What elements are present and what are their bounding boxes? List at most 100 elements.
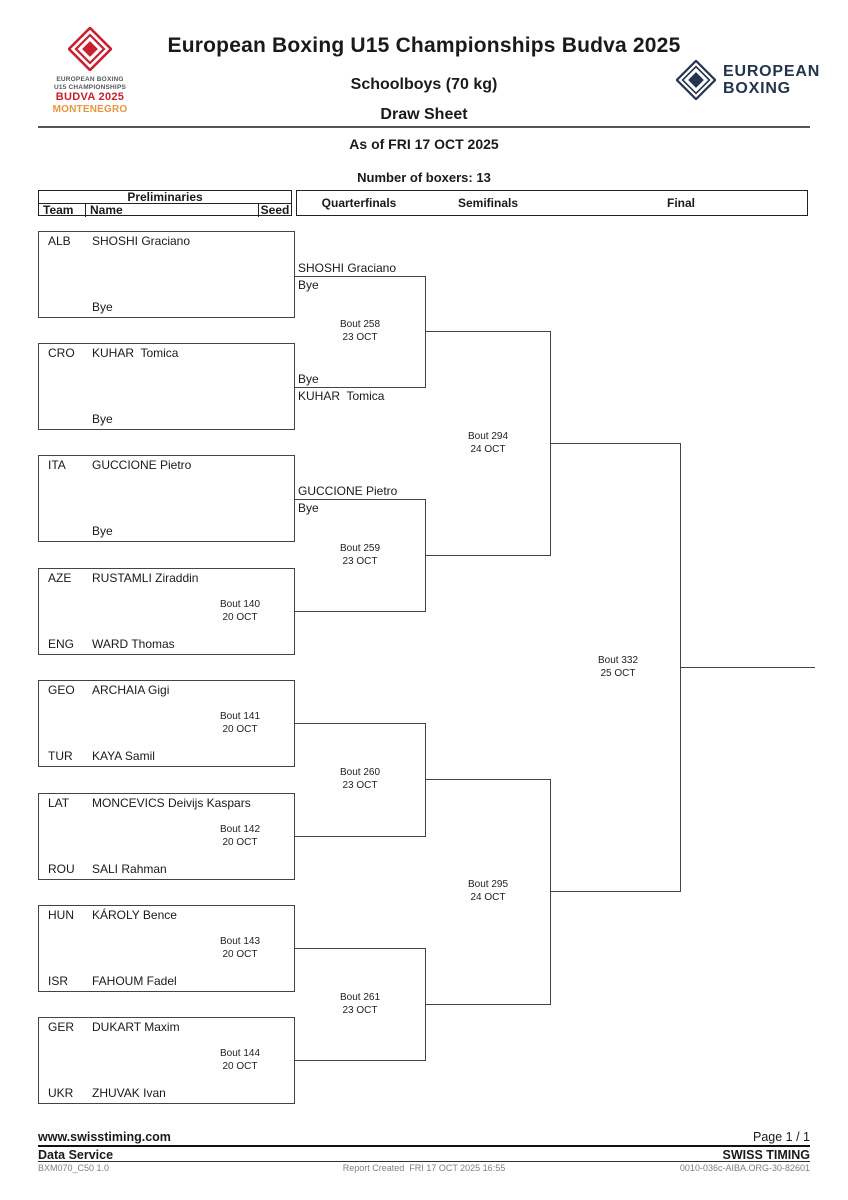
bout-label: Bout 332 25 OCT (598, 654, 638, 680)
boxer-name: KAYA Samil (92, 749, 155, 763)
prelim-match-7: HUN KÁROLY Bence ISR FAHOUM Fadel (38, 905, 295, 992)
bracket-line (295, 611, 425, 612)
event-logo-line1: EUROPEAN BOXING (56, 76, 124, 84)
team-code: GEO (48, 683, 75, 697)
prelim-match-1: ALB SHOSHI Graciano Bye (38, 231, 295, 318)
european-boxing-logo: EUROPEAN BOXING (676, 60, 820, 100)
event-logo-line3: BUDVA 2025 (55, 91, 125, 104)
bout-label: Bout 143 20 OCT (220, 935, 260, 961)
footer-divider-thick (38, 1145, 810, 1147)
final-label: Final (666, 196, 696, 210)
footer-report-code: BXM070_C50 1.0 (38, 1163, 110, 1173)
prelim-match-5: GEO ARCHAIA Gigi TUR KAYA Samil (38, 680, 295, 767)
bout-date: 23 OCT (342, 332, 378, 343)
european-boxing-diamond-icon (676, 60, 716, 100)
footer-service: Data Service (38, 1148, 114, 1162)
bout-date: 20 OCT (222, 1061, 258, 1072)
header-divider (38, 126, 810, 128)
bout-date: 23 OCT (342, 780, 378, 791)
prelim-match-8: GER DUKART Maxim UKR ZHUVAK Ivan (38, 1017, 295, 1104)
team-column-header: Team (39, 204, 86, 217)
quarterfinals-label: Quarterfinals (321, 196, 397, 210)
boxer-name: RUSTAMLI Ziraddin (92, 571, 199, 585)
team-code: CRO (48, 346, 75, 360)
bout-date: 25 OCT (600, 668, 636, 679)
bout-number: Bout 144 (219, 1048, 261, 1059)
bout-date: 20 OCT (222, 724, 258, 735)
footer-website: www.swisstiming.com (38, 1130, 171, 1144)
footer-document-code: 0010-036c-AIBA.ORG-30-82601 (679, 1163, 810, 1173)
prelim-match-6: LAT MONCEVICS Deivijs Kaspars ROU SALI R… (38, 793, 295, 880)
bout-label: Bout 259 23 OCT (340, 542, 380, 568)
qf-slot-name: Bye (298, 278, 319, 292)
bracket-line (425, 723, 426, 837)
boxer-name: DUKART Maxim (92, 1020, 180, 1034)
bracket-line (425, 331, 550, 332)
boxer-name: KUHAR Tomica (92, 346, 179, 360)
qf-slot-name: Bye (298, 372, 319, 386)
bout-date: 20 OCT (222, 837, 258, 848)
bracket-line (550, 779, 551, 1005)
team-code: LAT (48, 796, 70, 810)
qf-slot-name: Bye (298, 501, 319, 515)
federation-logo-line1: EUROPEAN (723, 63, 821, 80)
team-code: ITA (48, 458, 66, 472)
rounds-header: Quarterfinals Semifinals Final (296, 190, 808, 216)
qf-slot-name: SHOSHI Graciano (298, 261, 397, 275)
federation-logo-line2: BOXING (723, 80, 791, 97)
preliminaries-label: Preliminaries (39, 191, 291, 204)
boxer-count: Number of boxers: 13 (357, 170, 491, 185)
boxer-name: SHOSHI Graciano (92, 234, 191, 248)
boxer-name: SALI Rahman (92, 862, 167, 876)
bout-date: 20 OCT (222, 949, 258, 960)
bracket-line (295, 723, 425, 724)
bout-number: Bout 140 (219, 599, 261, 610)
boxer-name: WARD Thomas (92, 637, 175, 651)
bout-number: Bout 295 (467, 879, 509, 890)
team-code: ENG (48, 637, 75, 651)
semifinals-label: Semifinals (457, 196, 519, 210)
boxer-name: Bye (92, 300, 113, 314)
qf-slot-name: KUHAR Tomica (298, 389, 385, 403)
footer-brand: SWISS TIMING (722, 1148, 811, 1162)
bout-date: 20 OCT (222, 612, 258, 623)
footer-page-number: Page 1 / 1 (753, 1130, 810, 1144)
boxer-name: Bye (92, 412, 113, 426)
document-type: Draw Sheet (380, 106, 468, 123)
bout-label: Bout 258 23 OCT (340, 318, 380, 344)
bout-label: Bout 295 24 OCT (468, 878, 508, 904)
team-code: GER (48, 1020, 75, 1034)
name-column-header: Name (86, 204, 259, 217)
bout-number: Bout 259 (339, 543, 381, 554)
bracket-line (295, 836, 425, 837)
bout-label: Bout 261 23 OCT (340, 991, 380, 1017)
boxer-name: ZHUVAK Ivan (92, 1086, 166, 1100)
bout-number: Bout 142 (219, 824, 261, 835)
bracket-line (425, 555, 550, 556)
footer-divider-thin (38, 1161, 810, 1162)
bout-label: Bout 140 20 OCT (220, 598, 260, 624)
event-logo: EUROPEAN BOXING U15 CHAMPIONSHIPS BUDVA … (40, 26, 140, 115)
bout-number: Bout 258 (339, 319, 381, 330)
bracket-line (550, 891, 680, 892)
team-code: HUN (48, 908, 74, 922)
bracket-line (295, 387, 425, 388)
bout-date: 23 OCT (342, 1005, 378, 1016)
bout-number: Bout 294 (467, 431, 509, 442)
bout-number: Bout 143 (219, 936, 261, 947)
bout-label: Bout 294 24 OCT (468, 430, 508, 456)
page-title: European Boxing U15 Championships Budva … (167, 34, 681, 57)
event-logo-line2: U15 CHAMPIONSHIPS (53, 83, 127, 91)
bout-label: Bout 141 20 OCT (220, 710, 260, 736)
prelim-match-3: ITA GUCCIONE Pietro Bye (38, 455, 295, 542)
team-code: ROU (48, 862, 75, 876)
budva-2025-diamond-icon (67, 26, 113, 72)
qf-slot-name: GUCCIONE Pietro (298, 484, 398, 498)
bout-label: Bout 142 20 OCT (220, 823, 260, 849)
bout-number: Bout 261 (339, 992, 381, 1003)
boxer-name: ARCHAIA Gigi (92, 683, 170, 697)
bracket-line (680, 667, 815, 668)
bracket-line (425, 779, 550, 780)
preliminaries-header: Preliminaries Team Name Seed (38, 190, 292, 217)
team-code: AZE (48, 571, 72, 585)
